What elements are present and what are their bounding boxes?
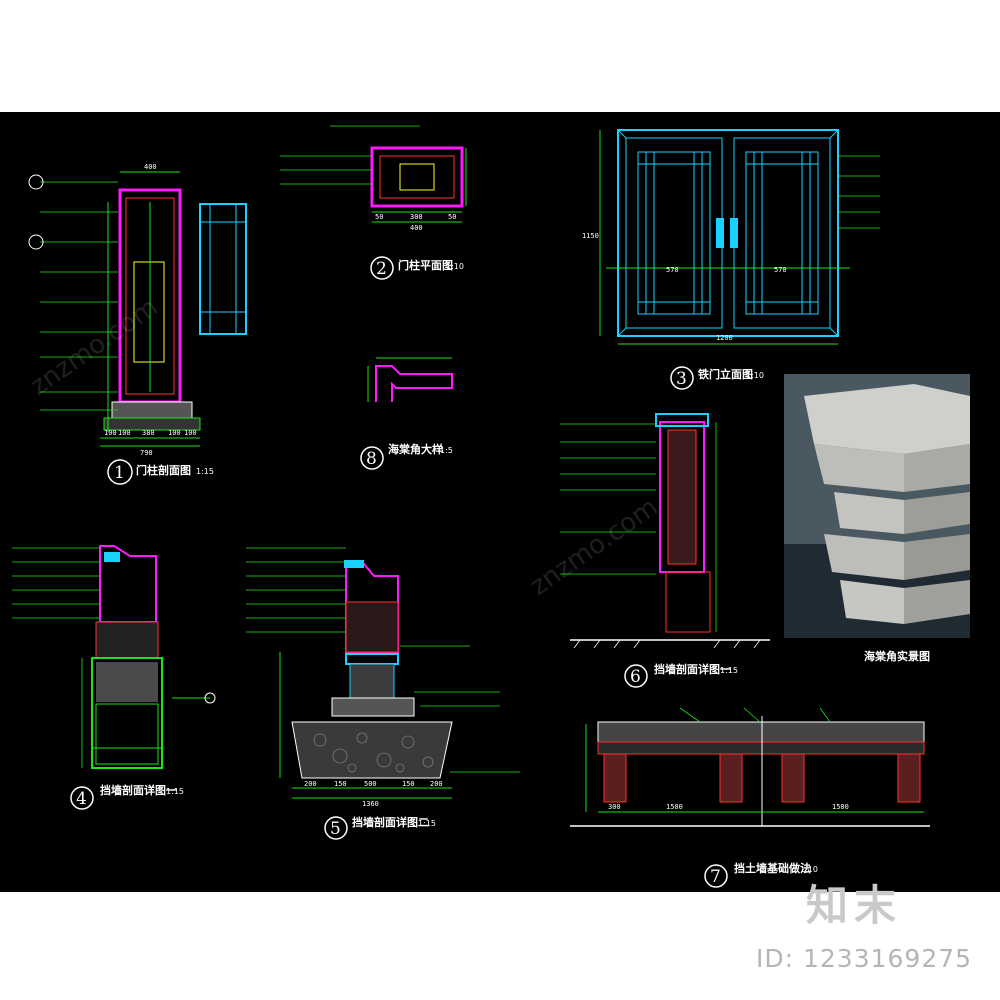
drawing-1-number: 1 bbox=[114, 463, 125, 483]
d7-span-right-dim: 1500 bbox=[832, 803, 849, 811]
drawing-2-number: 2 bbox=[376, 259, 387, 279]
corner-photo-illustration bbox=[784, 374, 970, 638]
d1-bottom-dim-5: 100 bbox=[184, 429, 197, 437]
photo-caption: 海棠角实景图 bbox=[864, 650, 930, 663]
drawing-7-number: 7 bbox=[710, 867, 721, 887]
cad-drawing-sheet: 400 790 100 100 380 100 100 1 门柱剖面图 1:15… bbox=[0, 112, 1000, 892]
drawing-6-title: 挡墙剖面详图一 bbox=[654, 662, 731, 676]
d5-bottom-dim-1: 200 bbox=[304, 780, 317, 788]
d1-bottom-dim-4: 100 bbox=[168, 429, 181, 437]
drawing-5-number: 5 bbox=[330, 819, 341, 839]
drawing-3-iron-gate-elevation: 570 570 1200 1150 3 铁门立面图 1:10 bbox=[582, 129, 880, 390]
d3-right-dim: 570 bbox=[774, 266, 787, 274]
corner-photo bbox=[784, 374, 970, 638]
drawing-5-scale: 1:15 bbox=[418, 819, 436, 828]
d5-bottom-dim-5: 200 bbox=[430, 780, 443, 788]
d5-bottom-dim-3: 500 bbox=[364, 780, 377, 788]
drawing-8-corner-detail: 8 海棠角大样 1:5 bbox=[360, 357, 453, 470]
drawing-4-title: 挡墙剖面详图一 bbox=[100, 783, 177, 797]
drawing-1-title: 门柱剖面图 bbox=[136, 463, 191, 477]
drawing-1-gate-column-section: 400 790 100 100 380 100 100 1 门柱剖面图 1:15 bbox=[28, 163, 247, 485]
d3-left-dim: 570 bbox=[666, 266, 679, 274]
drawing-3-title: 铁门立面图 bbox=[698, 367, 753, 381]
drawing-4-wall-section: 4 挡墙剖面详图一 1:15 bbox=[12, 545, 216, 810]
drawing-5-title: 挡墙剖面详图二 bbox=[352, 815, 429, 829]
drawing-3-scale: 1:10 bbox=[746, 371, 764, 380]
d7-post-dim: 300 bbox=[608, 803, 621, 811]
drawing-8-scale: 1:5 bbox=[440, 446, 453, 455]
drawing-5-wall-section: 200 150 500 150 200 1360 5 挡墙剖面详图二 1:15 bbox=[246, 547, 520, 840]
drawing-2-title: 门柱平面图 bbox=[398, 258, 453, 272]
drawing-2-gate-column-plan: 50 300 50 400 2 门柱平面图 1:10 bbox=[280, 125, 467, 280]
d2-side-dim-2: 300 bbox=[410, 213, 423, 221]
d2-side-dim-3: 50 bbox=[448, 213, 456, 221]
drawing-6-number: 6 bbox=[630, 667, 641, 687]
d5-bottom-dim-4: 150 bbox=[402, 780, 415, 788]
image-id-label: ID: 1233169275 bbox=[756, 944, 973, 973]
d3-height-dim: 1150 bbox=[582, 232, 599, 240]
brand-logo-text: 知末 bbox=[806, 881, 903, 930]
d5-bottom-dim-2: 150 bbox=[334, 780, 347, 788]
d1-total-dim: 790 bbox=[140, 449, 153, 457]
drawing-7-title: 挡土墙基础做法 bbox=[734, 861, 811, 875]
drawing-7-wall-foundation: 300 1500 1500 7 挡土墙基础做法 1:10 bbox=[570, 707, 930, 888]
d1-bottom-dim-1: 100 bbox=[104, 429, 117, 437]
drawing-8-number: 8 bbox=[366, 449, 377, 469]
drawing-4-number: 4 bbox=[76, 789, 87, 809]
d1-bottom-dim-2: 100 bbox=[118, 429, 131, 437]
d1-bottom-dim-3: 380 bbox=[142, 429, 155, 437]
d1-width-dim: 400 bbox=[144, 163, 157, 171]
drawing-6-scale: 1:15 bbox=[720, 666, 738, 675]
drawing-4-scale: 1:15 bbox=[166, 787, 184, 796]
d2-width-dim: 400 bbox=[410, 224, 423, 232]
drawing-6-wall-section: 6 挡墙剖面详图一 1:15 bbox=[560, 413, 770, 688]
d7-span-left-dim: 1500 bbox=[666, 803, 683, 811]
d5-total-dim: 1360 bbox=[362, 800, 379, 808]
drawing-1-scale: 1:15 bbox=[196, 467, 214, 476]
drawing-3-number: 3 bbox=[676, 369, 687, 389]
drawing-2-scale: 1:10 bbox=[446, 262, 464, 271]
drawing-8-title: 海棠角大样 bbox=[388, 442, 443, 456]
d2-side-dim-1: 50 bbox=[375, 213, 383, 221]
cad-drawing-canvas: 400 790 100 100 380 100 100 1 门柱剖面图 1:15… bbox=[12, 125, 930, 888]
d3-total-dim: 1200 bbox=[716, 334, 733, 342]
drawing-7-scale: 1:10 bbox=[800, 865, 818, 874]
